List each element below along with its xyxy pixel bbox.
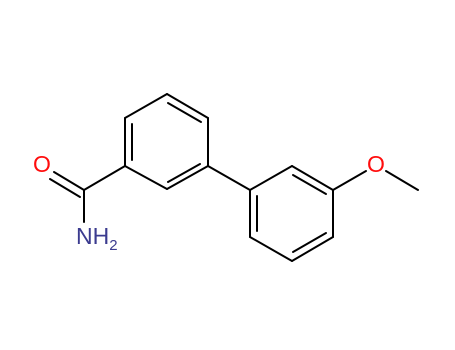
ether-oxygen-label: O: [367, 151, 385, 177]
oxygen-methyl-bond: [385, 170, 419, 191]
biaryl-bond: [207, 165, 251, 191]
aryl-oxygen-bond: [332, 170, 367, 191]
bond: [166, 165, 209, 190]
double-bond: [292, 232, 327, 253]
double-bond: [167, 102, 202, 123]
amide-nitrogen-label: NH2: [76, 223, 118, 254]
bond: [124, 165, 168, 190]
bond: [166, 93, 209, 119]
bond: [291, 165, 334, 191]
bond: [249, 165, 293, 191]
bond: [124, 93, 168, 119]
amide-nh-text: NH: [76, 223, 109, 249]
bond: [291, 236, 334, 262]
benzene-ring-b: [249, 165, 334, 262]
carbonyl-double-bond: [53, 171, 85, 191]
double-bond: [167, 163, 201, 183]
aryl-carbonyl-bond: [83, 165, 126, 191]
carbonyl-double-bond: [49, 178, 81, 198]
bond: [249, 236, 293, 262]
amide-subscript: 2: [109, 237, 117, 254]
double-bond: [292, 174, 327, 195]
benzene-ring-a: [124, 93, 209, 190]
carbonyl-oxygen-label: O: [33, 151, 51, 177]
